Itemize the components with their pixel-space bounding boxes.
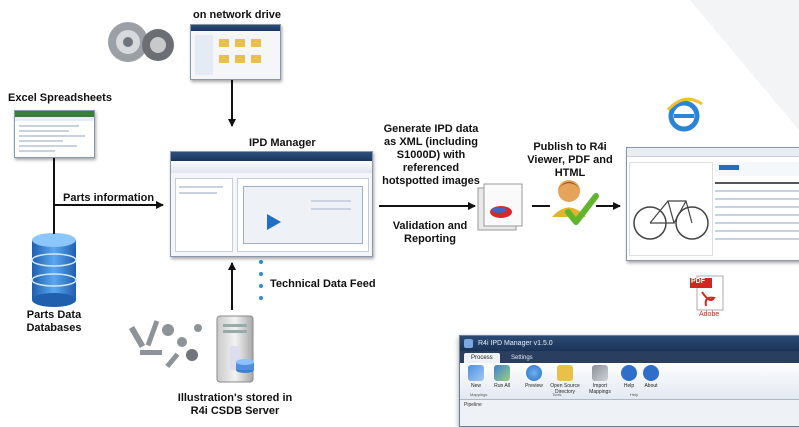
help-button[interactable]: Help (618, 365, 640, 389)
preview-icon (526, 365, 542, 381)
database-icon (31, 233, 77, 307)
technical-data-feed-label: Technical Data Feed (270, 278, 376, 290)
parts-db-line-1: Parts Data (26, 309, 82, 321)
network-drive-label: on network drive (193, 9, 282, 21)
r4i-viewer-screenshot (626, 147, 799, 261)
ipd-manager-label: IPD Manager (249, 137, 316, 149)
xml-document-icon (477, 183, 523, 231)
tab-process[interactable]: Process (464, 353, 500, 363)
import-mappings-label: Import Mappings (589, 383, 611, 395)
tab-settings[interactable]: Settings (511, 355, 533, 361)
validation-line: Reporting (404, 233, 456, 245)
browser-logo-icon (666, 97, 703, 132)
generate-line: Generate IPD data (383, 123, 479, 135)
app-ribbon: New Run All Preview Open Source Director… (460, 363, 799, 400)
validation-line: Validation and (392, 220, 468, 232)
generate-line: as XML (including (384, 136, 478, 148)
run-all-icon (494, 365, 510, 381)
about-label: About (644, 383, 658, 389)
group-mappings: Mappings (470, 392, 488, 397)
help-label: Help (623, 383, 635, 389)
pdf-file-icon (690, 275, 724, 311)
validation-reporting-label: Validation and Reporting (380, 220, 480, 246)
server-icon (216, 315, 254, 383)
bicycle-drawing (633, 200, 709, 240)
app-tab-strip: Process Settings (460, 351, 799, 363)
generate-line: hotspotted images (382, 175, 480, 187)
group-help: Help (630, 392, 639, 397)
about-button[interactable]: About (640, 365, 662, 389)
folder-icon (557, 365, 573, 381)
app-title: R4i IPD Manager v1.5.0 (478, 340, 553, 347)
parts-db-line-2: Databases (26, 322, 82, 334)
run-all-label: Run All (494, 383, 510, 389)
help-icon (621, 365, 637, 381)
app-titlebar: R4i IPD Manager v1.5.0 (460, 336, 799, 351)
ipd-manager-screenshot (170, 151, 373, 257)
preview-label: Preview (525, 383, 543, 389)
illustrations-line: Illustration's stored in (177, 392, 293, 404)
open-source-directory-button[interactable]: Open Source Directory (548, 365, 582, 395)
illustrations-label: Illustration's stored in R4i CSDB Server (170, 392, 300, 418)
hardware-parts-image (128, 320, 202, 369)
preview-button[interactable]: Preview (520, 365, 548, 389)
clutch-parts-image (108, 22, 174, 62)
excel-spreadsheets-label: Excel Spreadsheets (8, 92, 112, 104)
pdf-badge-text: PDF (691, 278, 705, 285)
parts-information-label: Parts information (63, 192, 155, 204)
network-drive-window (190, 24, 281, 80)
group-tools: Tools (552, 392, 562, 397)
import-icon (592, 365, 608, 381)
new-icon (468, 365, 484, 381)
publish-label: Publish to R4i Viewer, PDF and HTML (524, 141, 616, 180)
ipd-manager-app-window: R4i IPD Manager v1.5.0 Process Settings … (459, 335, 799, 427)
process-diagram (31, 0, 799, 383)
excel-spreadsheet-image (14, 110, 95, 158)
info-icon (643, 365, 659, 381)
run-all-button[interactable]: Run All (488, 365, 516, 389)
generate-line: S1000D) with (396, 149, 466, 161)
open-source-directory-label: Open Source Directory (550, 383, 580, 395)
publish-line: HTML (554, 167, 586, 179)
new-label: New (470, 383, 481, 389)
background-swoosh (690, 0, 799, 130)
generate-ipd-label: Generate IPD data as XML (including S100… (372, 123, 490, 188)
illustrations-line: R4i CSDB Server (190, 405, 280, 417)
import-mappings-button[interactable]: Import Mappings (584, 365, 616, 395)
pdf-brand-text: Adobe (699, 311, 720, 318)
pipeline-panel-label: Pipeline (464, 402, 482, 408)
user-approve-icon (552, 180, 599, 225)
generate-line: referenced (402, 162, 460, 174)
new-button[interactable]: New (462, 365, 490, 389)
parts-data-databases-label: Parts Data Databases (18, 309, 90, 335)
app-logo-icon (464, 339, 473, 348)
publish-line: Publish to R4i (533, 141, 607, 153)
publish-line: Viewer, PDF and (527, 154, 613, 166)
